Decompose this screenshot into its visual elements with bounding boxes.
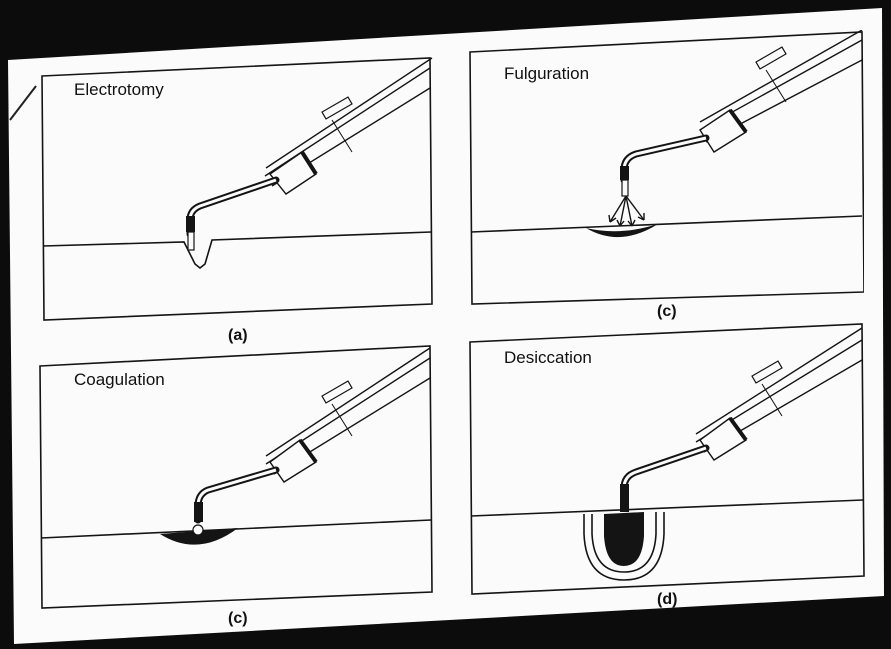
tissue-surface bbox=[471, 216, 862, 232]
switch-button bbox=[752, 361, 782, 383]
panel-caption: (d) bbox=[657, 591, 677, 609]
panel-title: Electrotomy bbox=[74, 80, 164, 100]
electrode-handpiece bbox=[186, 58, 432, 250]
electrode-handpiece bbox=[194, 348, 430, 522]
electrode-handpiece bbox=[620, 328, 862, 512]
electrode-ball bbox=[193, 525, 203, 535]
panel-title: Desiccation bbox=[504, 348, 592, 368]
panel-fulguration: Fulguration bbox=[468, 30, 864, 306]
panel-coagulation: Coagulation bbox=[38, 344, 434, 610]
electrode-tip bbox=[622, 180, 628, 196]
necrosis-zone bbox=[584, 512, 664, 580]
switch-button bbox=[322, 97, 352, 119]
electrode-tip bbox=[188, 232, 194, 250]
spark-arrows bbox=[609, 196, 644, 226]
switch-button bbox=[756, 47, 786, 69]
panel-caption: (c) bbox=[657, 303, 677, 321]
panel-caption: (a) bbox=[228, 327, 248, 345]
panel-desiccation: Desiccation bbox=[468, 322, 866, 596]
panel-electrotomy: Electrotomy bbox=[40, 56, 434, 322]
tissue-surface bbox=[471, 500, 863, 516]
tissue-surface bbox=[43, 232, 431, 268]
electrode-handpiece bbox=[620, 30, 862, 196]
panel-caption: (c) bbox=[228, 610, 248, 628]
panel-title: Coagulation bbox=[74, 370, 165, 390]
switch-button bbox=[322, 381, 352, 403]
panel-title: Fulguration bbox=[504, 64, 589, 84]
